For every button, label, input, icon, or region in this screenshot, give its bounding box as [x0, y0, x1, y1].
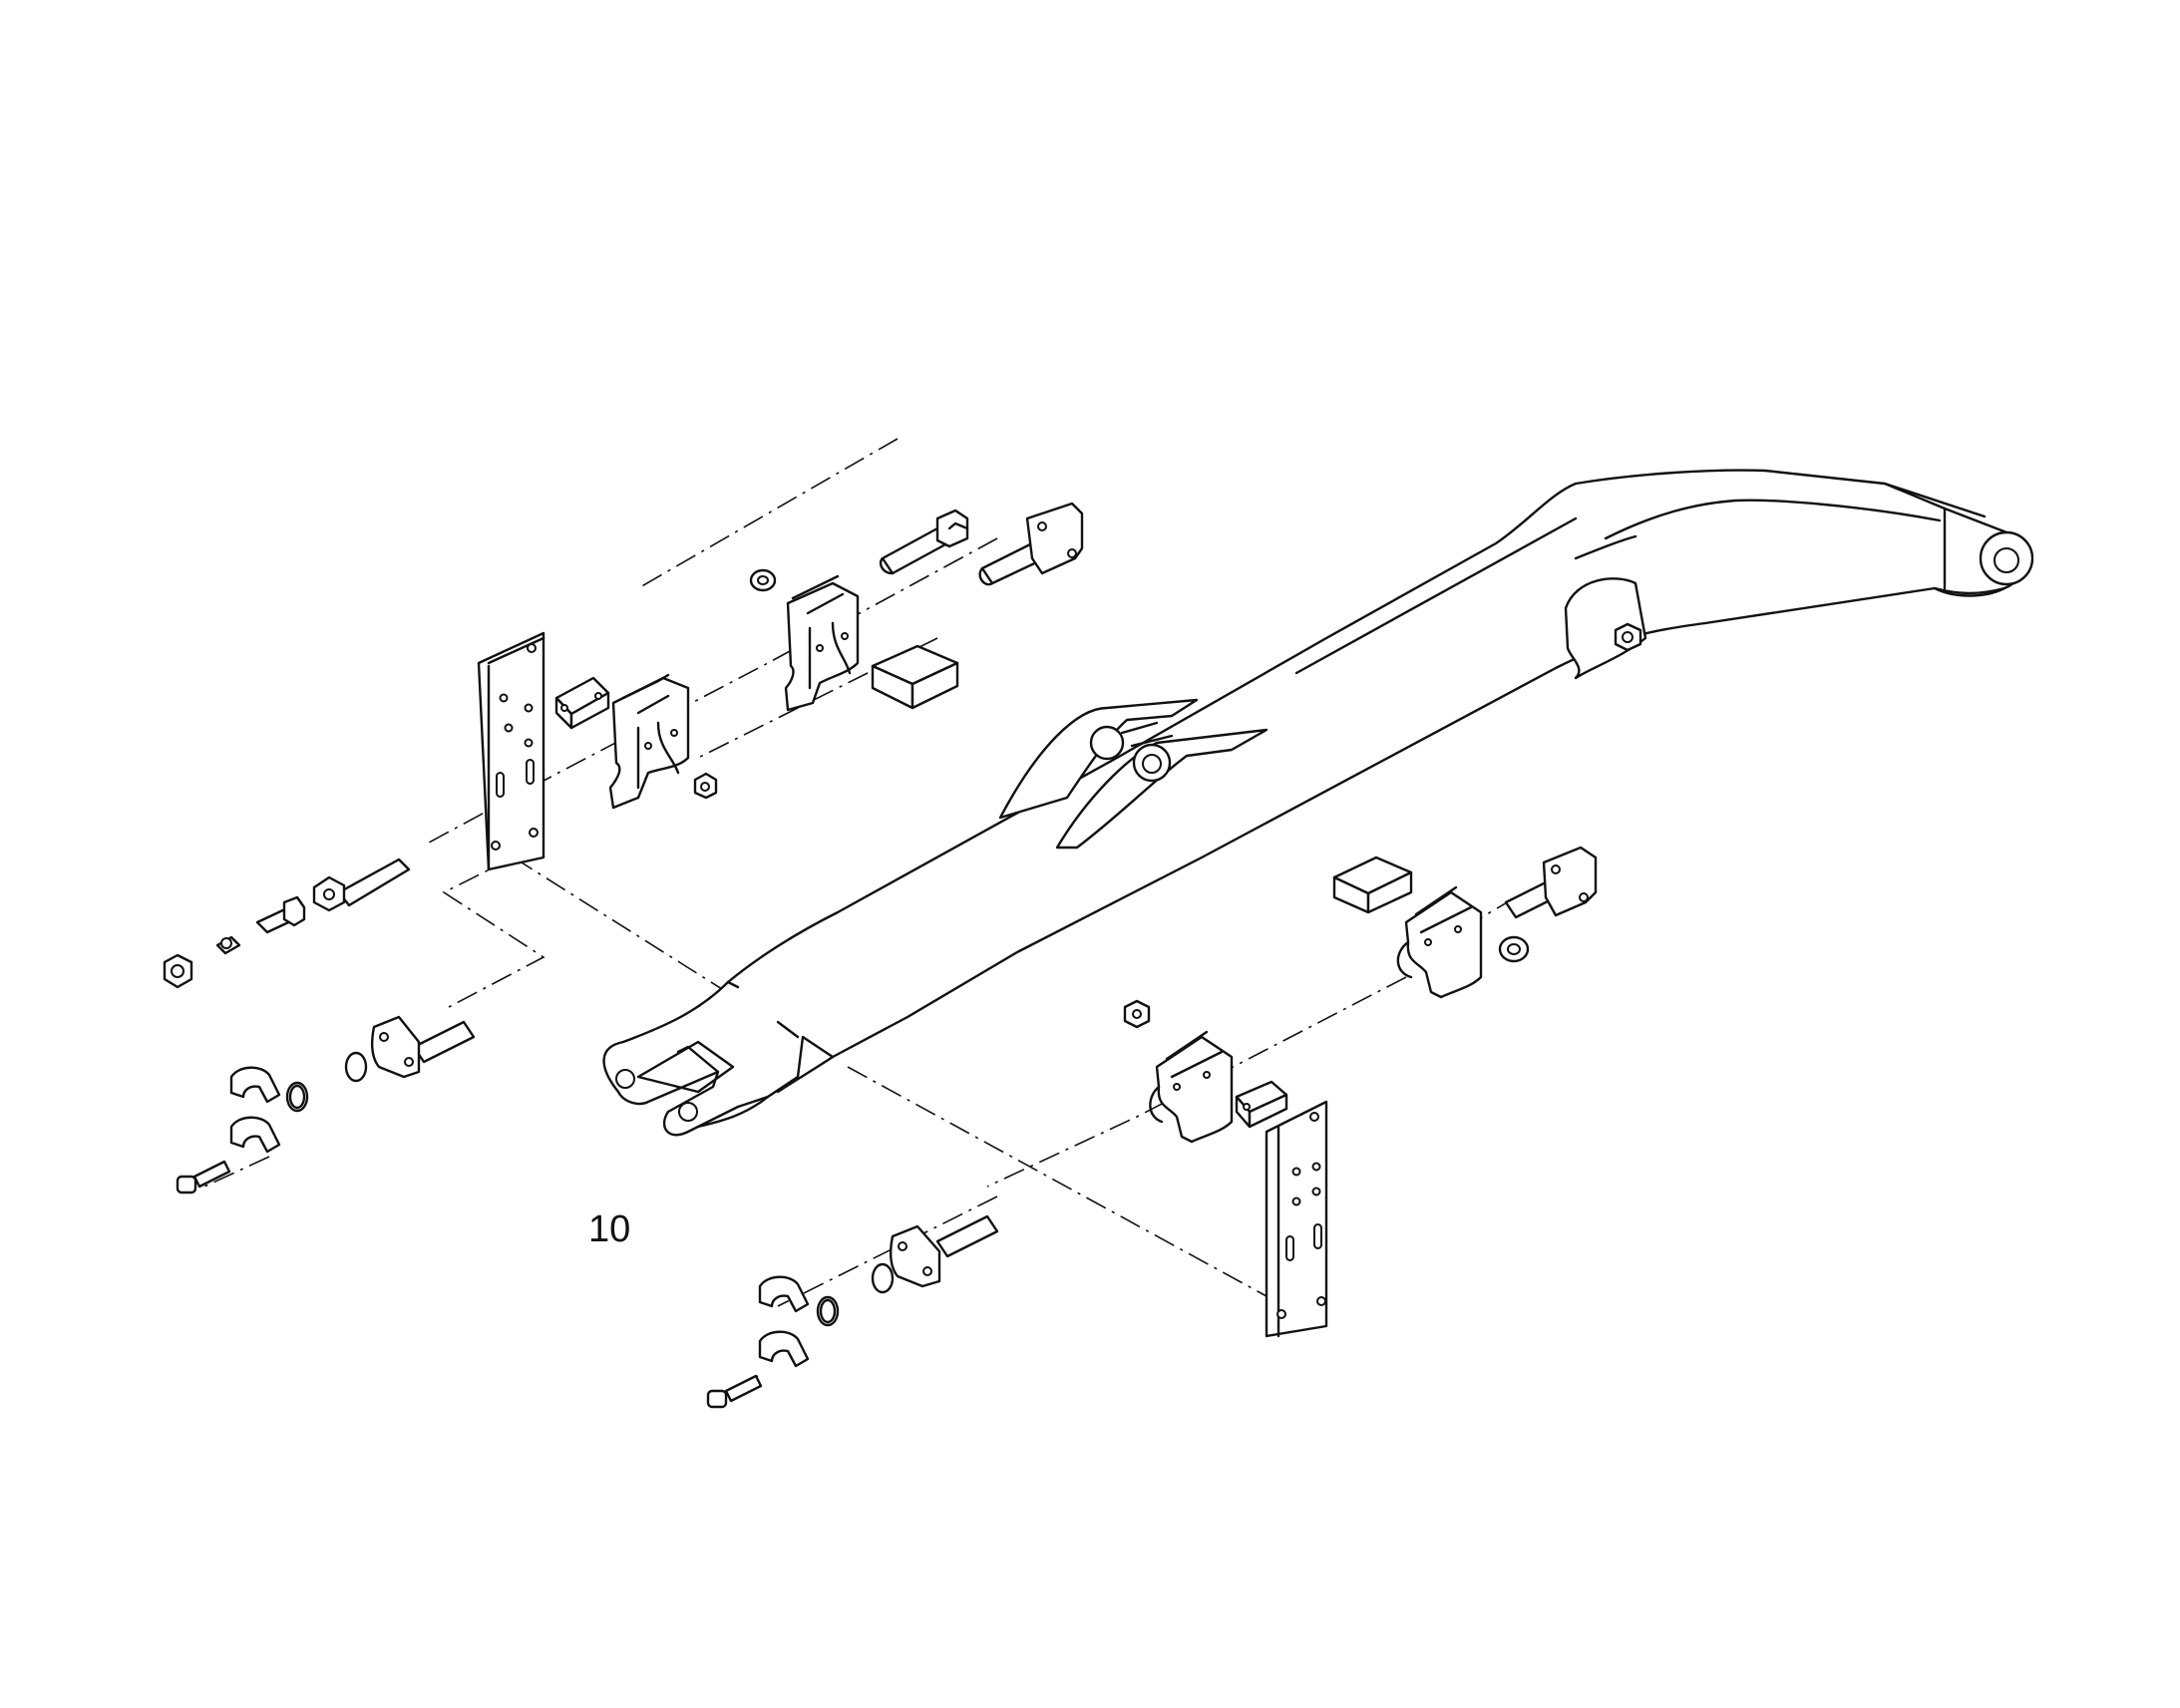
upper-clamp-right [784, 574, 860, 712]
upper-bolt [879, 509, 969, 575]
upper-spacer-block [871, 644, 959, 710]
left-retainer-upper [229, 1066, 281, 1104]
lower-retainer-upper [758, 1275, 810, 1313]
lower-spacer-block [1332, 855, 1413, 914]
left-wear-plate [477, 631, 545, 871]
lower-pin-left-flanged [889, 1214, 999, 1288]
left-o-ring-large [285, 1081, 309, 1113]
right-wear-plate [1265, 1100, 1328, 1338]
upper-nut [693, 772, 718, 800]
cap-nut [163, 953, 193, 989]
lower-o-ring-large [816, 1295, 840, 1327]
upper-pin-flanged [978, 502, 1084, 586]
grease-nipple [215, 935, 241, 955]
callout-label-10: 10 [588, 1208, 630, 1250]
grease-bolt [312, 857, 411, 912]
lower-nut [1123, 999, 1151, 1029]
lower-clamp-left [1149, 1030, 1234, 1144]
lower-washer [1498, 935, 1530, 963]
left-cap-screw [176, 1160, 231, 1195]
upper-clamp-left [608, 673, 690, 810]
lower-cap-screw [706, 1374, 763, 1409]
arm-boom [602, 469, 2034, 1137]
left-o-ring-small [344, 1051, 368, 1083]
lower-o-ring-small [871, 1262, 895, 1294]
upper-washer [749, 568, 777, 592]
left-retainer-lower [229, 1116, 281, 1154]
lower-pin-right-flanged [1504, 846, 1598, 919]
upper-shim-block [554, 676, 610, 730]
grease-adapter [255, 895, 306, 934]
lower-shim-block [1235, 1080, 1288, 1129]
lower-retainer-lower [758, 1330, 810, 1368]
lower-clamp-right [1396, 885, 1483, 999]
left-pin-flanged [370, 1015, 476, 1079]
